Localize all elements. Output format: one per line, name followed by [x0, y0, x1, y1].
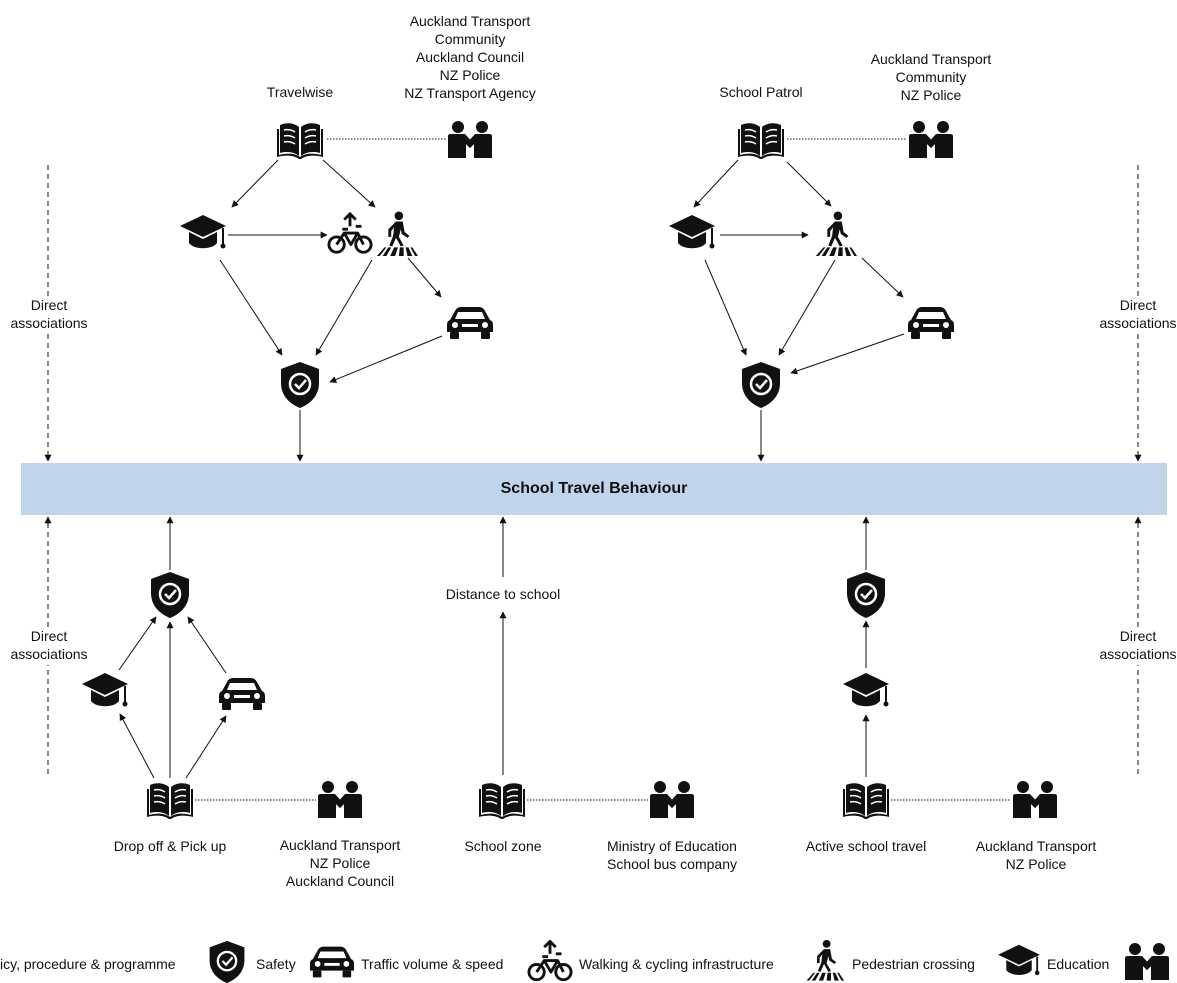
- travelwise-title: Travelwise: [266, 84, 334, 100]
- travelwise-cluster: [179, 121, 493, 462]
- book-icon: [276, 122, 324, 160]
- partnership-icon: [909, 121, 953, 158]
- car-icon: [309, 946, 355, 978]
- label-line: associations: [10, 646, 88, 662]
- book-icon: [146, 782, 194, 820]
- legend-safety-label: Safety: [256, 956, 296, 972]
- book-icon: [842, 782, 890, 820]
- legend-policy-label: icy, procedure & programme: [0, 956, 176, 972]
- direct-associations-label: Direct associations: [2, 296, 96, 332]
- bicycle-icon: [527, 940, 573, 982]
- agency-line: Ministry of Education: [607, 838, 737, 854]
- legend-crossing-label: Pedestrian crossing: [852, 956, 975, 972]
- agency-line: NZ Police: [900, 87, 962, 103]
- car-icon: [447, 307, 493, 339]
- label-line: associations: [10, 315, 88, 331]
- school-zone-agencies: Ministry of Education School bus company: [587, 837, 757, 873]
- agency-line: Auckland Council: [285, 873, 395, 889]
- direct-association-arrows: [44, 165, 1142, 774]
- school-patrol-agencies: Auckland Transport Community NZ Police: [851, 50, 1011, 104]
- graduation-cap-icon: [997, 943, 1041, 977]
- label-line: Direct: [30, 628, 68, 644]
- agency-line: NZ Police: [309, 855, 371, 871]
- pedestrian-crossing-icon: [815, 211, 858, 257]
- safety-shield-icon: [846, 571, 886, 619]
- label-line: associations: [1099, 646, 1177, 662]
- agency-line: Auckland Transport: [975, 838, 1097, 854]
- active-travel-agencies: Auckland Transport NZ Police: [956, 837, 1116, 873]
- pedestrian-crossing-icon: [806, 939, 845, 981]
- school-patrol-cluster: [668, 121, 954, 462]
- pedestrian-crossing-icon: [376, 211, 419, 257]
- agency-line: NZ Transport Agency: [404, 85, 536, 101]
- graduation-cap-icon: [81, 672, 129, 708]
- graduation-cap-icon: [842, 672, 890, 708]
- partnership-icon: [318, 781, 362, 818]
- partnership-icon: [1013, 781, 1057, 818]
- book-icon: [478, 782, 526, 820]
- agency-line: Auckland Transport: [870, 51, 992, 67]
- school-patrol-title: School Patrol: [719, 84, 803, 100]
- band-title: School Travel Behaviour: [500, 480, 688, 497]
- school-zone-title: School zone: [464, 838, 542, 854]
- agency-line: NZ Police: [439, 67, 501, 83]
- school-travel-behaviour-band: School Travel Behaviour: [21, 463, 1167, 515]
- car-icon: [908, 307, 954, 339]
- active-travel-title: Active school travel: [805, 838, 927, 854]
- bicycle-icon: [327, 212, 373, 254]
- car-icon: [219, 678, 265, 710]
- drop-off-title: Drop off & Pick up: [113, 838, 227, 854]
- school-zone-cluster: [478, 516, 694, 820]
- direct-associations-label: Direct associations: [1091, 296, 1177, 332]
- safety-shield-icon: [208, 940, 246, 983]
- travelwise-agencies: Auckland Transport Community Auckland Co…: [380, 12, 560, 102]
- direct-associations-label: Direct associations: [2, 627, 96, 663]
- label-line: associations: [1099, 315, 1177, 331]
- book-icon: [737, 122, 785, 160]
- agency-line: Auckland Council: [415, 49, 525, 65]
- legend-walking-label: Walking & cycling infrastructure: [579, 956, 774, 972]
- label-line: Direct: [1119, 297, 1157, 313]
- safety-shield-icon: [150, 571, 190, 619]
- direct-associations-label: Direct associations: [1091, 627, 1177, 663]
- graduation-cap-icon: [668, 214, 716, 250]
- legend-traffic-label: Traffic volume & speed: [361, 956, 504, 972]
- graduation-cap-icon: [179, 214, 227, 250]
- agency-line: NZ Police: [1005, 856, 1067, 872]
- drop-off-cluster: [81, 516, 362, 820]
- agency-line: Auckland Transport: [409, 13, 531, 29]
- label-line: Direct: [1119, 628, 1157, 644]
- safety-shield-icon: [741, 361, 781, 409]
- drop-off-agencies: Auckland Transport NZ Police Auckland Co…: [260, 836, 420, 890]
- agency-line: Community: [434, 31, 506, 47]
- agency-line: School bus company: [607, 856, 737, 872]
- agency-line: Community: [895, 69, 967, 85]
- distance-to-school-label: Distance to school: [445, 586, 561, 602]
- partnership-icon: [448, 121, 492, 158]
- safety-shield-icon: [280, 361, 320, 409]
- partnership-icon: [1125, 943, 1169, 980]
- legend-education-label: Education: [1047, 956, 1110, 972]
- label-line: Direct: [30, 297, 68, 313]
- active-travel-cluster: [842, 516, 1057, 820]
- partnership-icon: [650, 781, 694, 818]
- agency-line: Auckland Transport: [279, 837, 401, 853]
